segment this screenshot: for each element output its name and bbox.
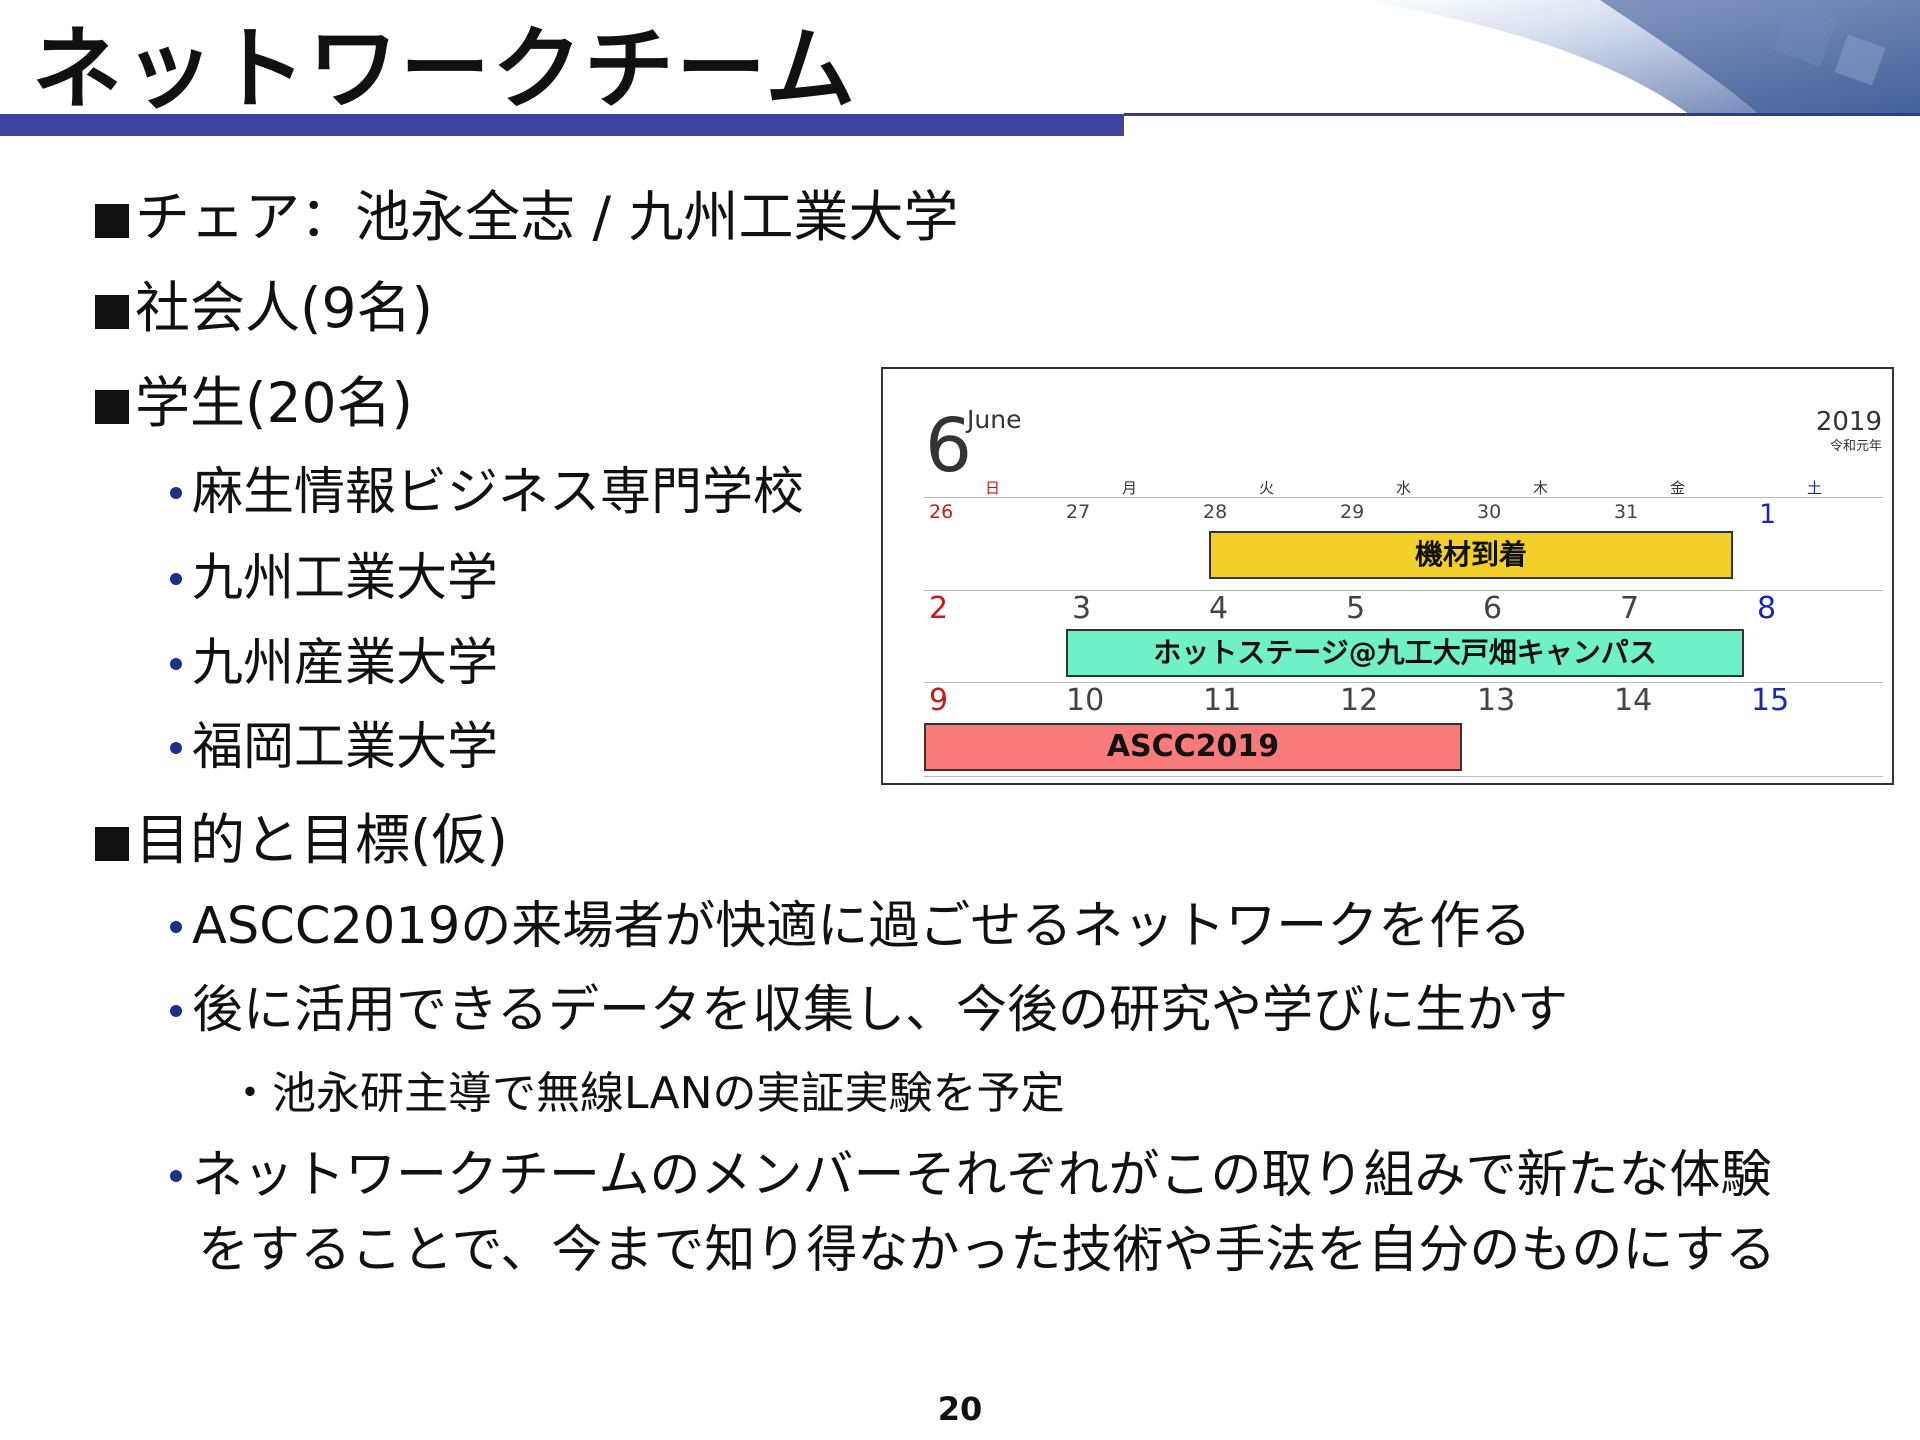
school-text: 九州産業大学 — [192, 634, 499, 693]
calendar-day: 1 — [1759, 499, 1777, 530]
school-text: 麻生情報ビジネス専門学校 — [192, 463, 805, 522]
calendar-day: 30 — [1477, 501, 1502, 523]
calendar-day: 5 — [1346, 591, 1366, 626]
school-item: 麻生情報ビジネス専門学校 — [170, 460, 804, 526]
dot-bullet-icon — [170, 1170, 182, 1182]
goal-text: ネットワークチームのメンバーそれぞれがこの取り組みで新たな体験 — [192, 1146, 1772, 1205]
goal-text: ASCC2019の来場者が快適に過ごせるネットワークを作る — [192, 897, 1532, 956]
bullet-students-text: 学生(20名) — [135, 371, 413, 435]
calendar-day: 15 — [1751, 683, 1790, 718]
calendar-month-number: 6 — [925, 403, 973, 489]
school-item: 福岡工業大学 — [170, 715, 498, 781]
calendar-divider — [924, 682, 1883, 683]
calendar-era: 令和元年 — [1829, 439, 1882, 454]
calendar-divider — [924, 776, 1883, 777]
calendar-year: 2019 — [1815, 407, 1882, 437]
calendar-day: 8 — [1757, 591, 1777, 626]
calendar-day: 4 — [1209, 591, 1229, 626]
weekday-label: 木 — [1532, 479, 1548, 497]
calendar-day: 28 — [1203, 501, 1228, 523]
goal-item: ネットワークチームのメンバーそれぞれがこの取り組みで新たな体験 — [170, 1143, 1771, 1209]
bullet-goals-heading: 目的と目標(仮) — [95, 805, 508, 875]
calendar-day: 31 — [1614, 501, 1639, 523]
bullet-working-text: 社会人(9名) — [135, 276, 433, 340]
square-bullet-icon — [95, 295, 129, 329]
square-bullet-icon — [95, 204, 129, 238]
goal-text-continuation: をすることで、今まで知り得なかった技術や手法を自分のものにする — [198, 1221, 1776, 1280]
calendar-day: 14 — [1614, 683, 1653, 718]
calendar-event: 機材到着 — [1209, 531, 1733, 579]
calendar-day: 6 — [1483, 591, 1503, 626]
calendar-day: 29 — [1340, 501, 1365, 523]
title-underline-bar — [0, 114, 1124, 136]
weekday-label: 土 — [1806, 479, 1822, 497]
calendar-event: ASCC2019 — [924, 723, 1462, 771]
title-underline-line — [1124, 113, 1920, 116]
calendar: 6 June 2019 令和元年 日 月 火 水 木 金 土 26 27 28 … — [881, 367, 1894, 785]
school-item: 九州工業大学 — [170, 546, 498, 612]
dot-bullet-icon — [170, 658, 182, 670]
school-item: 九州産業大学 — [170, 631, 498, 697]
sub-goal: ・池永研主導で無線LANの実証実験を予定 — [228, 1068, 1065, 1119]
calendar-day: 13 — [1477, 683, 1516, 718]
calendar-day: 27 — [1066, 501, 1091, 523]
weekday-label: 金 — [1669, 479, 1685, 497]
dot-bullet-icon — [170, 487, 182, 499]
weekday-label: 月 — [1121, 479, 1137, 497]
goal-text: 後に活用できるデータを収集し、今後の研究や学びに生かす — [192, 981, 1568, 1040]
goal-item: 後に活用できるデータを収集し、今後の研究や学びに生かす — [170, 978, 1568, 1044]
dot-bullet-icon — [170, 573, 182, 585]
calendar-day: 2 — [929, 591, 949, 626]
calendar-day: 9 — [929, 683, 949, 718]
calendar-divider — [924, 497, 1883, 498]
school-text: 九州工業大学 — [192, 549, 499, 608]
calendar-day: 11 — [1203, 683, 1242, 718]
bullet-chair: チェア：池永全志 / 九州工業大学 — [95, 182, 959, 252]
bullet-chair-text: チェア：池永全志 / 九州工業大学 — [135, 185, 959, 249]
dot-bullet-icon — [170, 921, 182, 933]
dot-bullet-icon — [170, 1005, 182, 1017]
calendar-day: 7 — [1620, 591, 1640, 626]
bullet-students: 学生(20名) — [95, 368, 413, 438]
square-bullet-icon — [95, 390, 129, 424]
calendar-divider — [924, 590, 1883, 591]
dot-bullet-icon — [170, 742, 182, 754]
weekday-label: 水 — [1395, 479, 1411, 497]
slide-title: ネットワークチーム — [32, 17, 858, 122]
weekday-label: 火 — [1258, 479, 1274, 497]
bullet-working: 社会人(9名) — [95, 273, 433, 343]
bullet-goals-heading-text: 目的と目標(仮) — [135, 808, 508, 872]
page-number: 20 — [937, 1390, 983, 1428]
calendar-day: 12 — [1340, 683, 1379, 718]
header-decoration — [1360, 0, 1920, 115]
square-bullet-icon — [95, 827, 129, 861]
calendar-day: 3 — [1072, 591, 1092, 626]
calendar-day: 10 — [1066, 683, 1105, 718]
goal-item: ASCC2019の来場者が快適に過ごせるネットワークを作る — [170, 894, 1531, 960]
weekday-label: 日 — [984, 479, 1000, 497]
calendar-event: ホットステージ@九工大戸畑キャンパス — [1066, 629, 1744, 677]
calendar-day: 26 — [929, 501, 954, 523]
school-text: 福岡工業大学 — [192, 718, 499, 777]
calendar-month-name: June — [967, 405, 1022, 434]
